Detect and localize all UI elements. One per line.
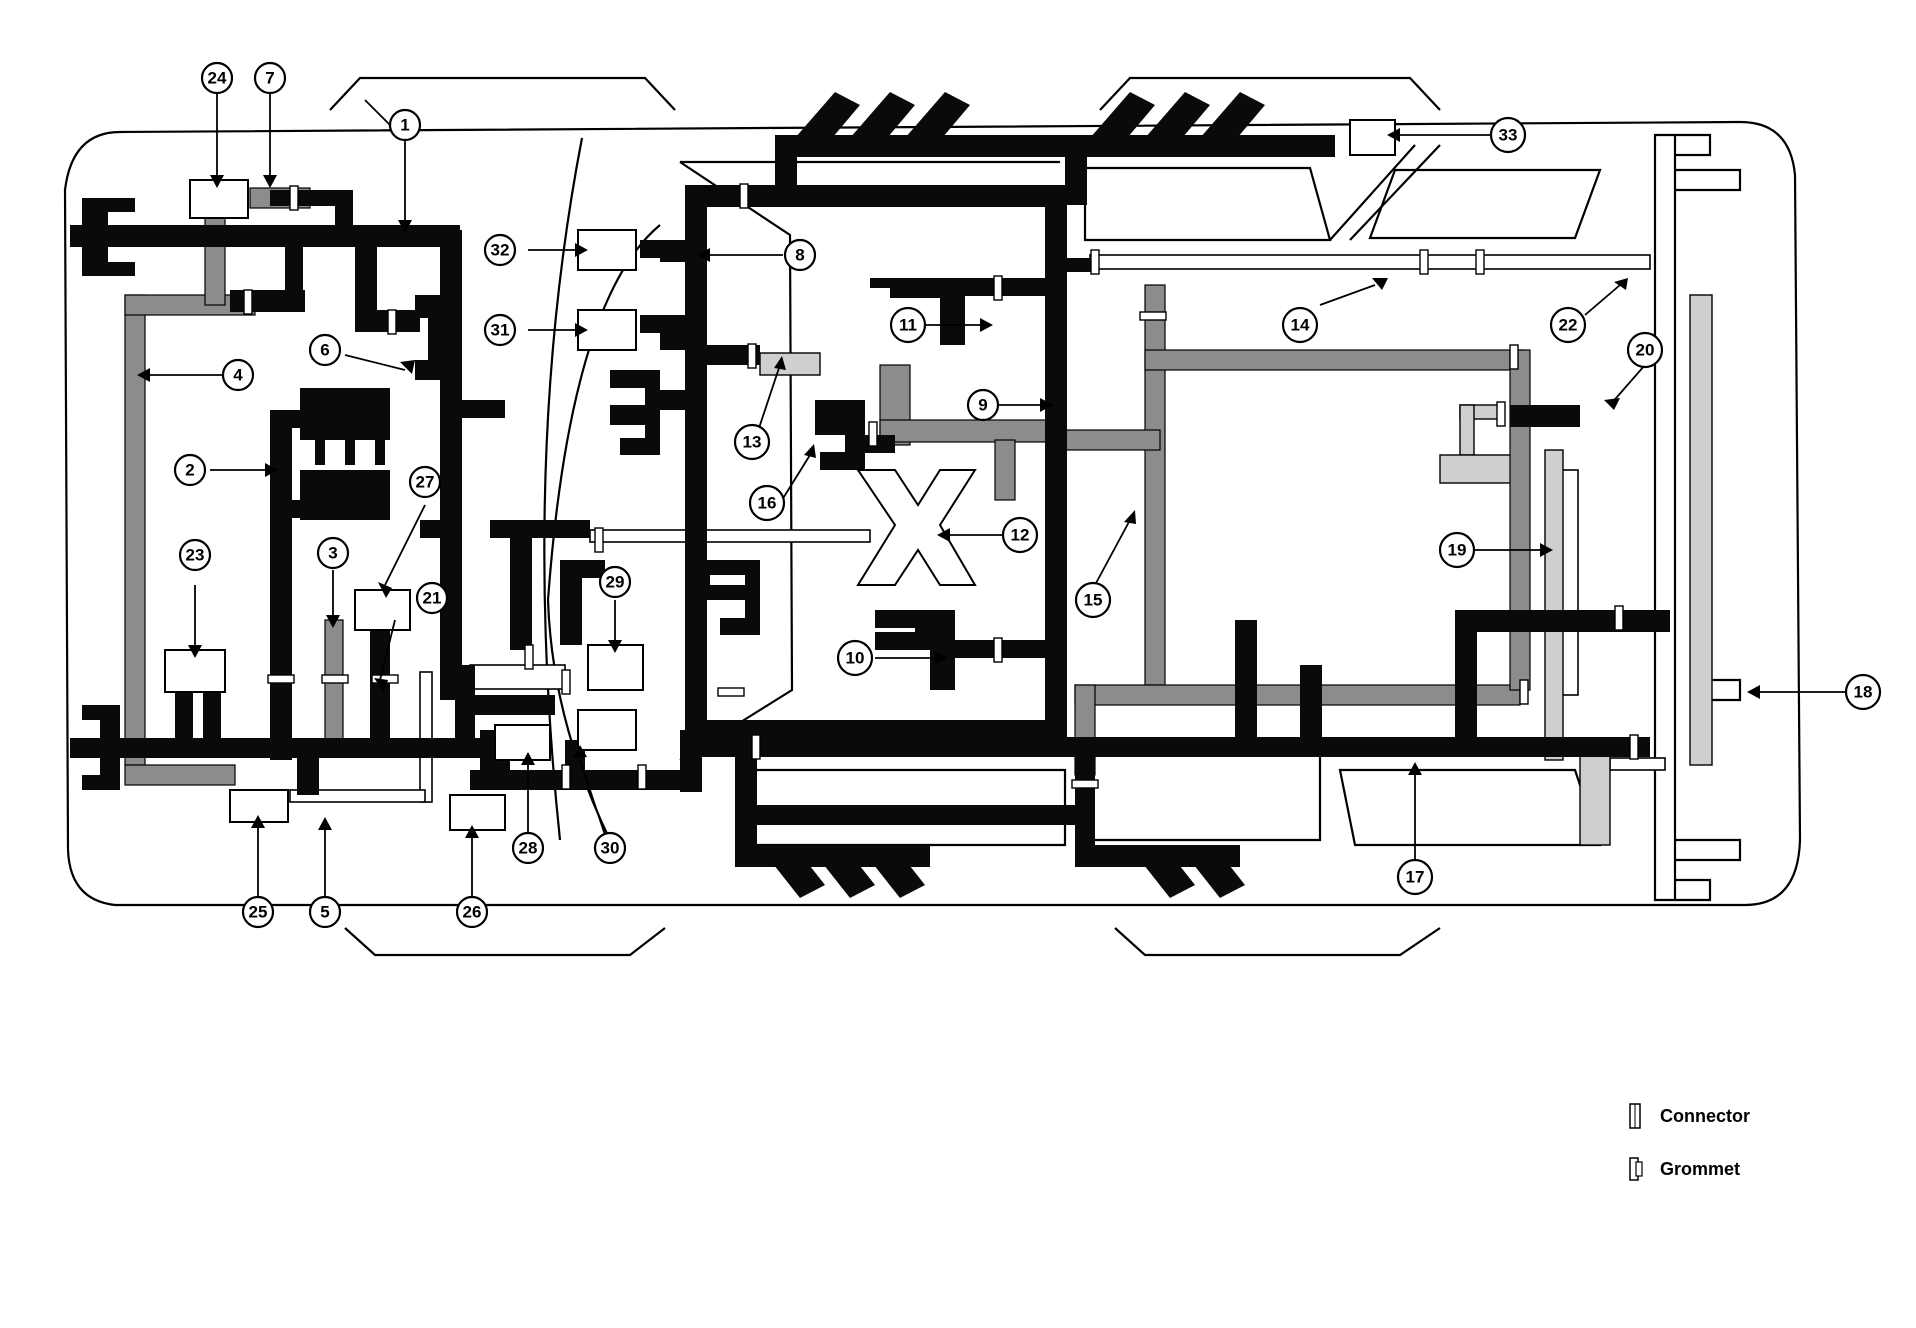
callout-15: 15 <box>1074 581 1112 619</box>
callout-29: 29 <box>598 565 632 599</box>
callout-4: 4 <box>221 358 255 392</box>
callout-32: 32 <box>483 233 517 267</box>
callout-label: 2 <box>185 461 194 480</box>
callout-6: 6 <box>308 333 342 367</box>
callout-14: 14 <box>1281 306 1319 344</box>
callout-21: 21 <box>415 581 449 615</box>
callout-label: 18 <box>1854 683 1873 702</box>
callout-13: 13 <box>733 423 771 461</box>
callout-label: 14 <box>1291 316 1310 335</box>
callout-label: 11 <box>899 316 917 335</box>
callout-label: 22 <box>1559 316 1578 335</box>
harness-light-gray <box>759 294 1713 846</box>
callout-5: 5 <box>308 895 342 929</box>
callout-20: 20 <box>1626 331 1664 369</box>
callout-11: 11 <box>889 306 927 344</box>
callout-2: 2 <box>173 453 207 487</box>
component-boxes <box>164 119 1396 831</box>
callout-19: 19 <box>1438 531 1476 569</box>
callout-label: 15 <box>1084 591 1103 610</box>
callout-label: 29 <box>606 573 625 592</box>
callout-label: 31 <box>491 321 510 340</box>
callout-16: 16 <box>748 484 786 522</box>
callout-17: 17 <box>1396 858 1434 896</box>
callout-label: 13 <box>743 433 762 452</box>
callout-label: 8 <box>795 246 804 265</box>
callout-label: 3 <box>328 544 337 563</box>
callout-label: 4 <box>233 366 243 385</box>
connectors <box>243 183 1639 790</box>
callout-30: 30 <box>593 831 627 865</box>
callout-23: 23 <box>178 538 212 572</box>
callout-label: 6 <box>320 341 329 360</box>
callout-label: 30 <box>601 839 620 858</box>
callout-label: 7 <box>265 69 274 88</box>
callout-label: 33 <box>1499 126 1518 145</box>
callout-label: 5 <box>320 903 329 922</box>
callout-26: 26 <box>455 895 489 929</box>
leader-lines <box>150 92 1845 928</box>
callout-22: 22 <box>1549 306 1587 344</box>
callout-label: 16 <box>758 494 777 513</box>
callout-7: 7 <box>253 61 287 95</box>
callout-label: 17 <box>1406 868 1425 887</box>
x-splice <box>856 469 977 586</box>
callout-27: 27 <box>408 465 442 499</box>
callout-label: 19 <box>1448 541 1467 560</box>
callout-10: 10 <box>836 639 874 677</box>
callouts: 1 2 3 4 5 6 7 8 9 10 11 12 13 14 15 16 1… <box>173 61 1882 929</box>
connector-icon <box>1629 1103 1641 1129</box>
callout-label: 27 <box>416 473 435 492</box>
grommet-icon <box>1629 1157 1643 1181</box>
callout-3: 3 <box>316 536 350 570</box>
callout-12: 12 <box>1001 516 1039 554</box>
callout-1: 1 <box>388 108 422 142</box>
arrow-heads <box>137 128 1760 838</box>
legend-connector-label: Connector <box>1660 1106 1750 1126</box>
callout-label: 12 <box>1011 526 1030 545</box>
callout-28: 28 <box>511 831 545 865</box>
legend-grommet-label: Grommet <box>1660 1159 1740 1179</box>
callout-label: 21 <box>423 589 442 608</box>
callout-label: 28 <box>519 839 538 858</box>
callout-33: 33 <box>1489 116 1527 154</box>
callout-label: 24 <box>208 69 227 88</box>
callout-9: 9 <box>966 388 1000 422</box>
harness-black <box>70 92 1670 898</box>
callout-8: 8 <box>783 238 817 272</box>
callout-18: 18 <box>1844 673 1882 711</box>
callout-24: 24 <box>200 61 234 95</box>
callout-label: 23 <box>186 546 205 565</box>
legend: Connector Grommet <box>1629 1103 1750 1181</box>
harness-white <box>289 254 1666 803</box>
callout-label: 32 <box>491 241 510 260</box>
callout-label: 26 <box>463 903 482 922</box>
callout-label: 20 <box>1636 341 1655 360</box>
callout-31: 31 <box>483 313 517 347</box>
callout-label: 10 <box>846 649 865 668</box>
callout-label: 9 <box>978 396 987 415</box>
harness-dark-gray <box>124 187 1531 786</box>
callout-label: 1 <box>400 116 409 135</box>
callout-25: 25 <box>241 895 275 929</box>
callout-label: 25 <box>249 903 268 922</box>
